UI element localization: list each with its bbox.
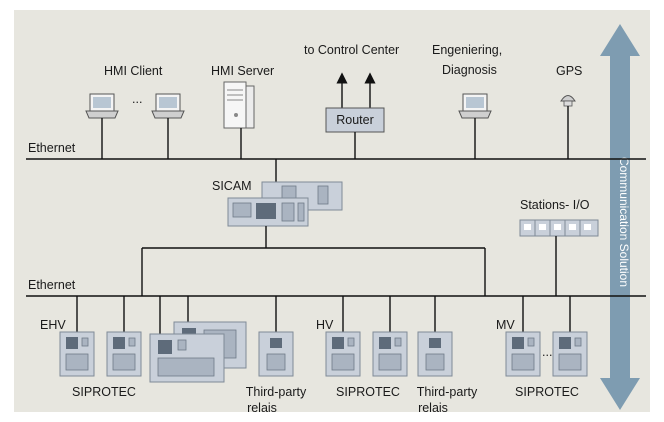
router-label: Router: [336, 113, 374, 127]
top-ellipsis: ...: [132, 92, 142, 106]
protection-relay-icon: [258, 331, 294, 377]
protection-relay-icon: [59, 331, 95, 377]
protection-relay-icon: [505, 331, 541, 377]
protection-relay-icon: [325, 331, 361, 377]
bottom-bus-label: Ethernet: [28, 278, 76, 292]
third-party-label-1-line1: Third-party: [246, 385, 307, 399]
protection-relay-icon: [106, 331, 142, 377]
protection-relay-icon: [372, 331, 408, 377]
siprotec-label-mv: SIPROTEC: [515, 385, 579, 399]
router-icon: [325, 107, 385, 133]
laptop-icon: [458, 93, 492, 119]
third-party-label-1-line2: relais: [247, 401, 277, 415]
siprotec-label-hv: SIPROTEC: [336, 385, 400, 399]
sicam-rack-icon: [227, 181, 343, 227]
gps-antenna-icon: [560, 95, 576, 107]
third-party-label-2-line2: relais: [418, 401, 448, 415]
protection-relay-icon: [149, 333, 225, 383]
sicam-label: SICAM: [212, 179, 252, 193]
bottom-ellipsis: ...: [542, 345, 552, 359]
control-center-label: to Control Center: [304, 43, 399, 57]
stations-io-label: Stations- I/O: [520, 198, 590, 212]
hmi-client-label: HMI Client: [104, 64, 163, 78]
laptop-icon: [85, 93, 119, 119]
io-module-icon: [519, 219, 599, 237]
gps-label: GPS: [556, 64, 582, 78]
communication-arrow: Communication Solution: [600, 24, 640, 410]
protection-relay-icon: [417, 331, 453, 377]
hv-label: HV: [316, 318, 334, 332]
hmi-server-label: HMI Server: [211, 64, 274, 78]
ehv-label: EHV: [40, 318, 66, 332]
server-icon: [223, 81, 255, 129]
mv-label: MV: [496, 318, 515, 332]
top-bus-label: Ethernet: [28, 141, 76, 155]
laptop-icon: [151, 93, 185, 119]
siprotec-label-ehv: SIPROTEC: [72, 385, 136, 399]
communication-arrow-label: Communication Solution: [617, 157, 631, 287]
engineering-label-line1: Engeniering,: [432, 43, 502, 57]
protection-relay-icon: [552, 331, 588, 377]
third-party-label-2-line1: Third-party: [417, 385, 478, 399]
engineering-label-line2: Diagnosis: [442, 63, 497, 77]
